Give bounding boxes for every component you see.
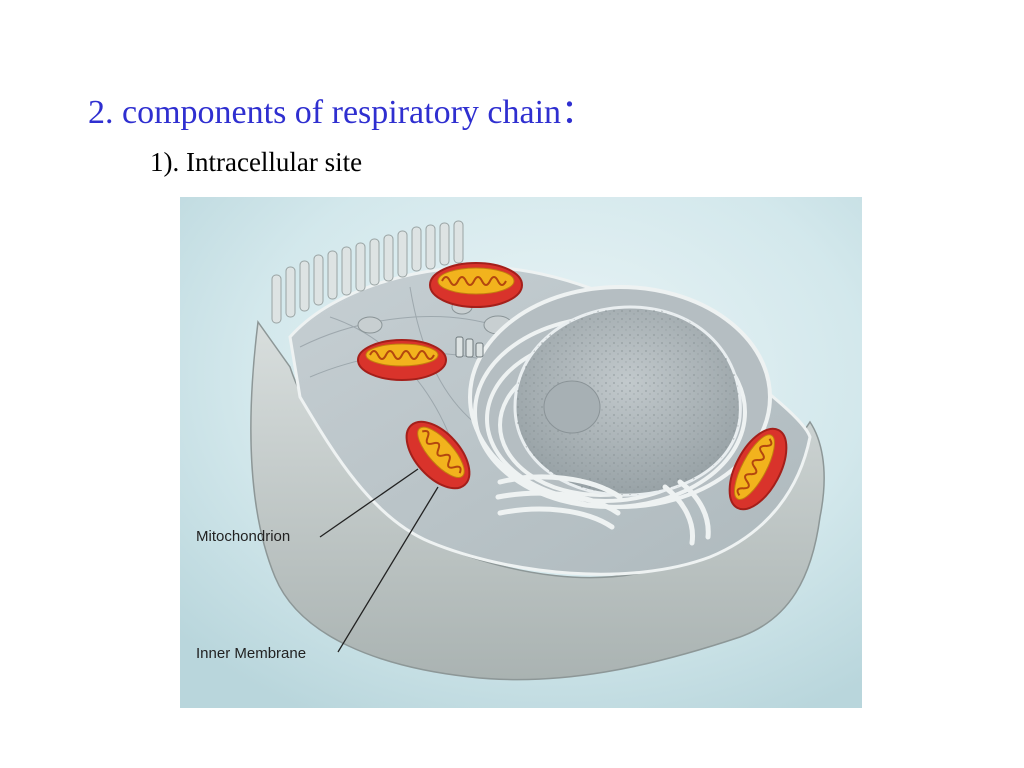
mitochondrion-label: Mitochondrion (196, 528, 291, 545)
mitochondrion-leader-line (319, 468, 419, 538)
mitochondrion-center (405, 420, 471, 490)
microvilli (271, 220, 464, 324)
centriole (455, 336, 484, 358)
inner-membrane-label: Inner Membrane (196, 645, 307, 662)
nucleolus (543, 380, 601, 434)
mitochondrion-top (429, 262, 523, 308)
mitochondrion-right (728, 427, 788, 511)
cell-drawing (180, 197, 862, 708)
mitochondrion-left (357, 339, 447, 381)
slide-subtitle: 1). Intracellular site (150, 147, 363, 177)
slide-title: 2. components of respiratory chain： (88, 94, 596, 131)
inner-membrane-leader-line (337, 486, 439, 653)
cell-illustration: Mitochondrion Inner Membrane (180, 197, 862, 708)
golgi-apparatus (495, 474, 711, 546)
